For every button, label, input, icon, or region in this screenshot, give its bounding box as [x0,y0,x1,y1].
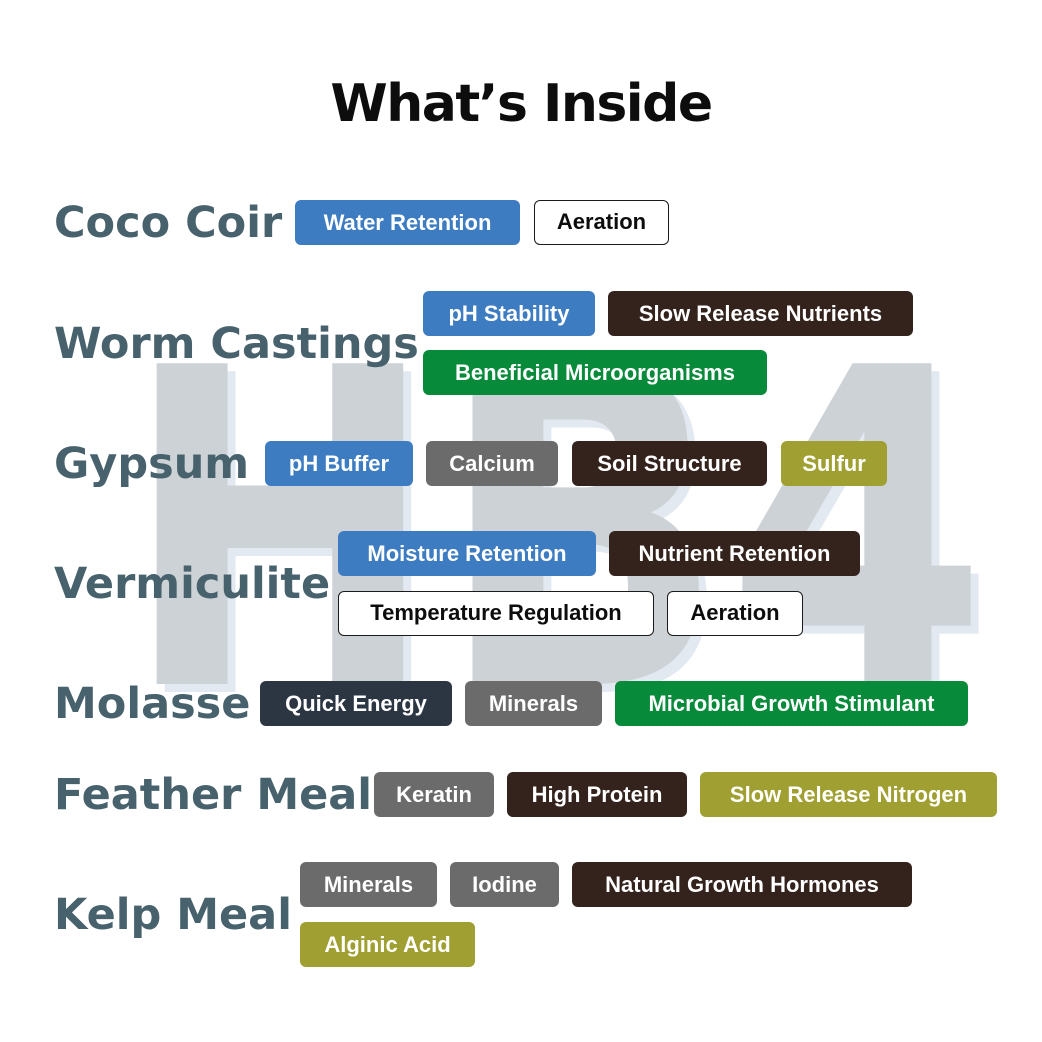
tag-beneficial-microorganisms: Beneficial Microorganisms [423,350,767,395]
ingredient-kelp-meal: Kelp Meal [54,890,292,940]
tag-slow-release-nutrients: Slow Release Nutrients [608,291,913,336]
tag-keratin: Keratin [374,772,494,817]
tag-slow-release-nitrogen: Slow Release Nitrogen [700,772,997,817]
ingredient-gypsum: Gypsum [54,439,250,489]
tag-soil-structure: Soil Structure [572,441,767,486]
tag-microbial-growth-stimulant: Microbial Growth Stimulant [615,681,968,726]
tag-alginic-acid: Alginic Acid [300,922,475,967]
tag-aeration-vermiculite: Aeration [667,591,803,636]
ingredient-worm-castings: Worm Castings [54,319,419,369]
tag-quick-energy: Quick Energy [260,681,452,726]
ingredient-vermiculite: Vermiculite [54,559,331,609]
ingredient-molasse: Molasse [54,679,251,729]
tag-iodine: Iodine [450,862,559,907]
tag-minerals-molasse: Minerals [465,681,602,726]
tag-natural-growth-hormones: Natural Growth Hormones [572,862,912,907]
tag-temperature-regulation: Temperature Regulation [338,591,654,636]
tag-nutrient-retention: Nutrient Retention [609,531,860,576]
tag-high-protein: High Protein [507,772,687,817]
tag-ph-stability: pH Stability [423,291,595,336]
tag-minerals-kelp: Minerals [300,862,437,907]
ingredient-feather-meal: Feather Meal [54,770,373,820]
tag-moisture-retention: Moisture Retention [338,531,596,576]
ingredient-coco-coir: Coco Coir [54,198,283,248]
tag-water-retention: Water Retention [295,200,520,245]
tag-ph-buffer: pH Buffer [265,441,413,486]
tag-calcium: Calcium [426,441,558,486]
page-title: What’s Inside [330,74,713,134]
tag-sulfur: Sulfur [781,441,887,486]
tag-aeration: Aeration [534,200,669,245]
